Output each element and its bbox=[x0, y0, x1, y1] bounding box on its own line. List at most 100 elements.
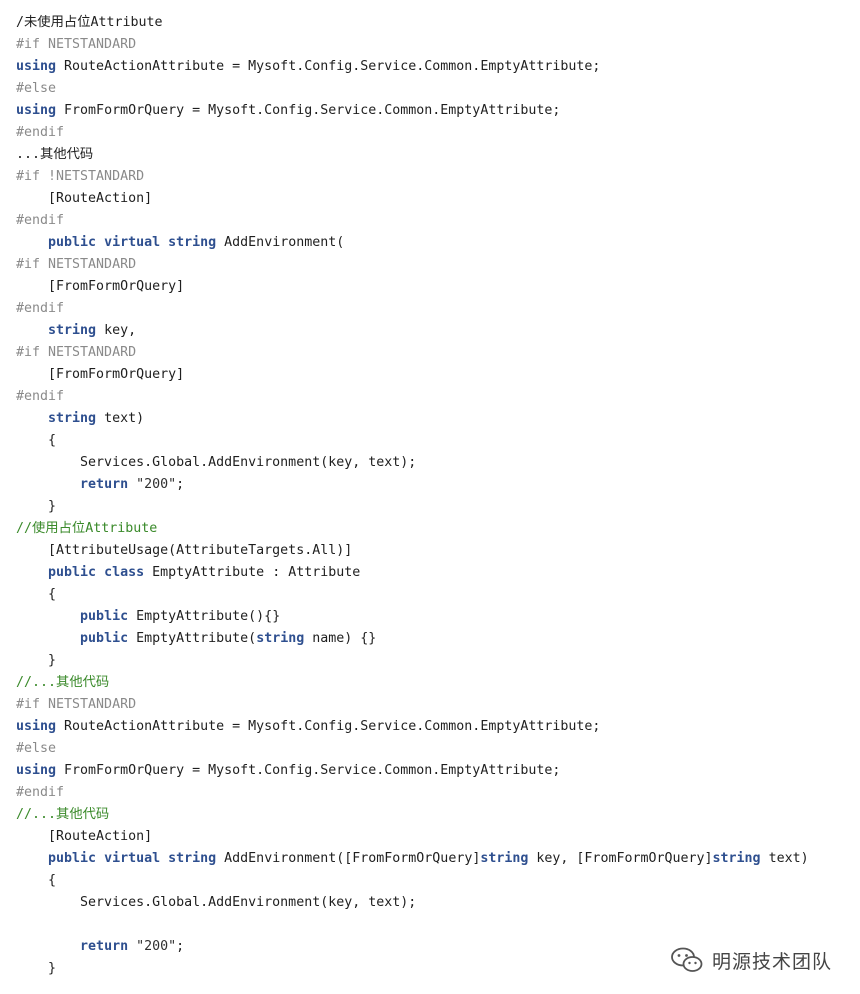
code-text bbox=[16, 323, 48, 338]
code-text: FromFormOrQuery = Mysoft.Config.Service.… bbox=[56, 103, 561, 118]
code-keyword: return bbox=[80, 939, 129, 954]
code-line: using FromFormOrQuery = Mysoft.Config.Se… bbox=[16, 100, 856, 122]
code-keyword: using bbox=[16, 763, 57, 778]
code-line bbox=[16, 914, 856, 936]
code-line: public class EmptyAttribute : Attribute bbox=[16, 562, 856, 584]
code-line: using RouteActionAttribute = Mysoft.Conf… bbox=[16, 716, 856, 738]
code-text: [RouteAction] bbox=[16, 829, 153, 844]
code-keyword: using bbox=[16, 719, 57, 734]
code-text: [AttributeUsage(AttributeTargets.All)] bbox=[16, 543, 353, 558]
code-block: /未使用占位Attribute #if NETSTANDARD using Rout… bbox=[16, 12, 856, 980]
code-line: #if NETSTANDARD bbox=[16, 34, 856, 56]
code-line: } bbox=[16, 496, 856, 518]
code-preprocessor: #endif bbox=[16, 389, 65, 404]
code-text bbox=[16, 851, 48, 866]
code-keyword: string bbox=[256, 631, 305, 646]
code-keyword: public virtual string bbox=[48, 235, 217, 250]
code-preprocessor: #else bbox=[16, 81, 57, 96]
code-line: //...其他代码 bbox=[16, 804, 856, 826]
code-line: Services.Global.AddEnvironment(key, text… bbox=[16, 452, 856, 474]
code-text: ...其他代码 bbox=[16, 147, 94, 162]
code-line: [FromFormOrQuery] bbox=[16, 364, 856, 386]
code-text: RouteActionAttribute = Mysoft.Config.Ser… bbox=[56, 719, 601, 734]
code-text: } bbox=[16, 499, 57, 514]
code-line: #endif bbox=[16, 386, 856, 408]
code-text: [FromFormOrQuery] bbox=[16, 367, 185, 382]
code-comment: //...其他代码 bbox=[16, 675, 110, 690]
watermark: 明源技术团队 bbox=[670, 942, 832, 978]
code-keyword: string bbox=[48, 323, 97, 338]
code-text: key, bbox=[96, 323, 137, 338]
code-line: public virtual string AddEnvironment( bbox=[16, 232, 856, 254]
code-keyword: using bbox=[16, 59, 57, 74]
code-text: ; bbox=[176, 939, 185, 954]
code-line: { bbox=[16, 584, 856, 606]
code-line: using FromFormOrQuery = Mysoft.Config.Se… bbox=[16, 760, 856, 782]
code-keyword: string bbox=[48, 411, 97, 426]
code-line: return "200"; bbox=[16, 936, 856, 958]
code-line: public EmptyAttribute(){} bbox=[16, 606, 856, 628]
code-line: return "200"; bbox=[16, 474, 856, 496]
code-line: #else bbox=[16, 738, 856, 760]
code-preprocessor: #if NETSTANDARD bbox=[16, 697, 137, 712]
code-preprocessor: #endif bbox=[16, 125, 65, 140]
code-line: #endif bbox=[16, 298, 856, 320]
code-line: string text) bbox=[16, 408, 856, 430]
code-line: #if !NETSTANDARD bbox=[16, 166, 856, 188]
code-text: { bbox=[16, 873, 57, 888]
code-keyword: public virtual string bbox=[48, 851, 217, 866]
code-text: ; bbox=[176, 477, 185, 492]
code-text: key, [FromFormOrQuery] bbox=[528, 851, 713, 866]
code-string: "200" bbox=[128, 477, 177, 492]
code-line: #if NETSTANDARD bbox=[16, 342, 856, 364]
code-line: { bbox=[16, 430, 856, 452]
code-text: EmptyAttribute : Attribute bbox=[144, 565, 361, 580]
code-text: { bbox=[16, 587, 57, 602]
code-line: /未使用占位Attribute bbox=[16, 12, 856, 34]
code-text: AddEnvironment([FromFormOrQuery] bbox=[216, 851, 481, 866]
code-line: //使用占位Attribute bbox=[16, 518, 856, 540]
code-preprocessor: #endif bbox=[16, 301, 65, 316]
code-preprocessor: #if NETSTANDARD bbox=[16, 37, 137, 52]
code-text: [RouteAction] bbox=[16, 191, 153, 206]
code-text: AddEnvironment( bbox=[216, 235, 345, 250]
code-text bbox=[16, 477, 80, 492]
code-line: public EmptyAttribute(string name) {} bbox=[16, 628, 856, 650]
code-keyword: return bbox=[80, 477, 129, 492]
code-line: #else bbox=[16, 78, 856, 100]
code-text: EmptyAttribute(){} bbox=[128, 609, 281, 624]
code-line: //...其他代码 bbox=[16, 672, 856, 694]
code-line: #endif bbox=[16, 122, 856, 144]
code-preprocessor: #if !NETSTANDARD bbox=[16, 169, 145, 184]
code-line: { bbox=[16, 870, 856, 892]
code-keyword: public class bbox=[48, 565, 145, 580]
code-text: [FromFormOrQuery] bbox=[16, 279, 185, 294]
code-line: string key, bbox=[16, 320, 856, 342]
code-line: [RouteAction] bbox=[16, 188, 856, 210]
code-text: } bbox=[16, 961, 57, 976]
code-line: public virtual string AddEnvironment([Fr… bbox=[16, 848, 856, 870]
code-line: } bbox=[16, 650, 856, 672]
code-text bbox=[16, 631, 80, 646]
code-text: Services.Global.AddEnvironment(key, text… bbox=[16, 455, 417, 470]
code-text: FromFormOrQuery = Mysoft.Config.Service.… bbox=[56, 763, 561, 778]
code-line: [FromFormOrQuery] bbox=[16, 276, 856, 298]
code-line: } bbox=[16, 958, 856, 980]
code-text bbox=[16, 939, 80, 954]
code-text: text) bbox=[760, 851, 809, 866]
code-preprocessor: #if NETSTANDARD bbox=[16, 257, 137, 272]
code-line: #if NETSTANDARD bbox=[16, 694, 856, 716]
code-text: EmptyAttribute( bbox=[128, 631, 257, 646]
code-comment: //...其他代码 bbox=[16, 807, 110, 822]
code-line: #endif bbox=[16, 782, 856, 804]
code-line: Services.Global.AddEnvironment(key, text… bbox=[16, 892, 856, 914]
code-text bbox=[16, 235, 48, 250]
code-text bbox=[16, 565, 48, 580]
code-keyword: public bbox=[80, 609, 129, 624]
code-line: [RouteAction] bbox=[16, 826, 856, 848]
code-keyword: string bbox=[712, 851, 761, 866]
watermark-label: 明源技术团队 bbox=[711, 950, 832, 973]
code-preprocessor: #if NETSTANDARD bbox=[16, 345, 137, 360]
code-text: Services.Global.AddEnvironment(key, text… bbox=[16, 895, 417, 910]
code-text bbox=[16, 411, 48, 426]
